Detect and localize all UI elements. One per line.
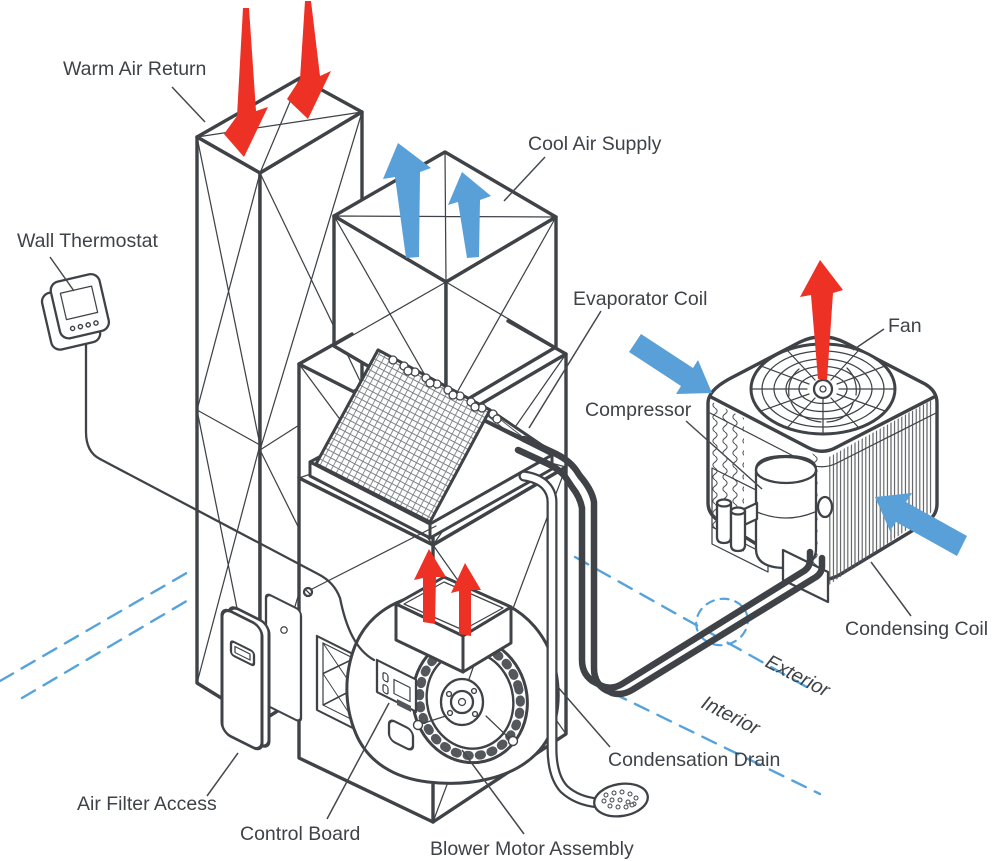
air-filter-panel [220,606,271,751]
wall-thermostat [40,273,111,351]
warm-air-arrow-icon [414,549,446,624]
refrigerant-lines [514,435,826,698]
condensing-coil-fins [829,400,932,585]
compressor-port [816,495,834,519]
wall-crossing-marker [695,597,749,647]
cool-air-arrow-icon [875,493,967,556]
warm-air-arrow-icon [287,1,331,119]
label-blower-motor-assembly: Blower Motor Assembly [430,838,634,860]
cabinet-screw [302,525,437,598]
hub-bolts [445,687,479,718]
warm-air-arrow-icon [224,8,268,157]
control-board [375,658,418,751]
duct-panel-braces [333,151,557,413]
refrigerant-line-notch [781,548,830,604]
warm-air-arrows [224,1,331,157]
refrigerant-line [514,446,814,691]
label-evaporator-coil: Evaporator Coil [573,288,707,310]
condenser-exhaust-arrow [800,260,843,380]
blower-door-panel [264,593,303,722]
label-fan: Fan [888,315,922,337]
label-air-filter-access: Air Filter Access [77,793,217,815]
evaporator-coil-assembly [308,348,554,540]
condensation-drain [518,470,649,818]
condenser-intake-arrows [629,334,967,556]
cool-air-arrow-icon [629,334,712,394]
condenser-unit [706,335,939,604]
boundary-dashes-right [573,555,822,796]
diagram-art [0,1,967,824]
cool-air-supply-duct [332,150,558,414]
evaporator-coil-loops [388,355,502,424]
label-warm-air-return: Warm Air Return [63,58,206,80]
door-screw-hole [280,626,288,634]
thermostat-screen [59,285,99,321]
label-cool-air-supply: Cool Air Supply [528,133,662,155]
labels: Warm Air Return Cool Air Supply Wall The… [17,58,988,860]
leader-lines [49,86,912,835]
capacitors [715,498,747,553]
blower-air-arrows [414,549,481,636]
label-condensation-drain: Condensation Drain [608,749,780,771]
compressor [740,454,834,570]
label-compressor: Compressor [585,399,692,421]
label-wall-thermostat: Wall Thermostat [17,230,158,252]
blower-motor-hub [439,677,485,727]
warm-air-arrow-icon [451,563,481,636]
refrigerant-line [520,435,826,698]
filter-handle [229,640,256,667]
cool-air-arrows [383,143,491,258]
thermostat-buttons [69,320,99,332]
warm-air-arrow-icon [800,260,843,380]
drain-cap-holes [601,789,639,810]
door-switch-button [387,719,415,751]
cool-air-arrow-icon [383,143,431,258]
boundary-dashes-left [0,569,192,700]
thermostat-wire [84,342,376,662]
label-control-board: Control Board [240,823,360,845]
cool-air-arrow-icon [448,172,491,258]
label-condensing-coil: Condensing Coil [845,618,988,640]
